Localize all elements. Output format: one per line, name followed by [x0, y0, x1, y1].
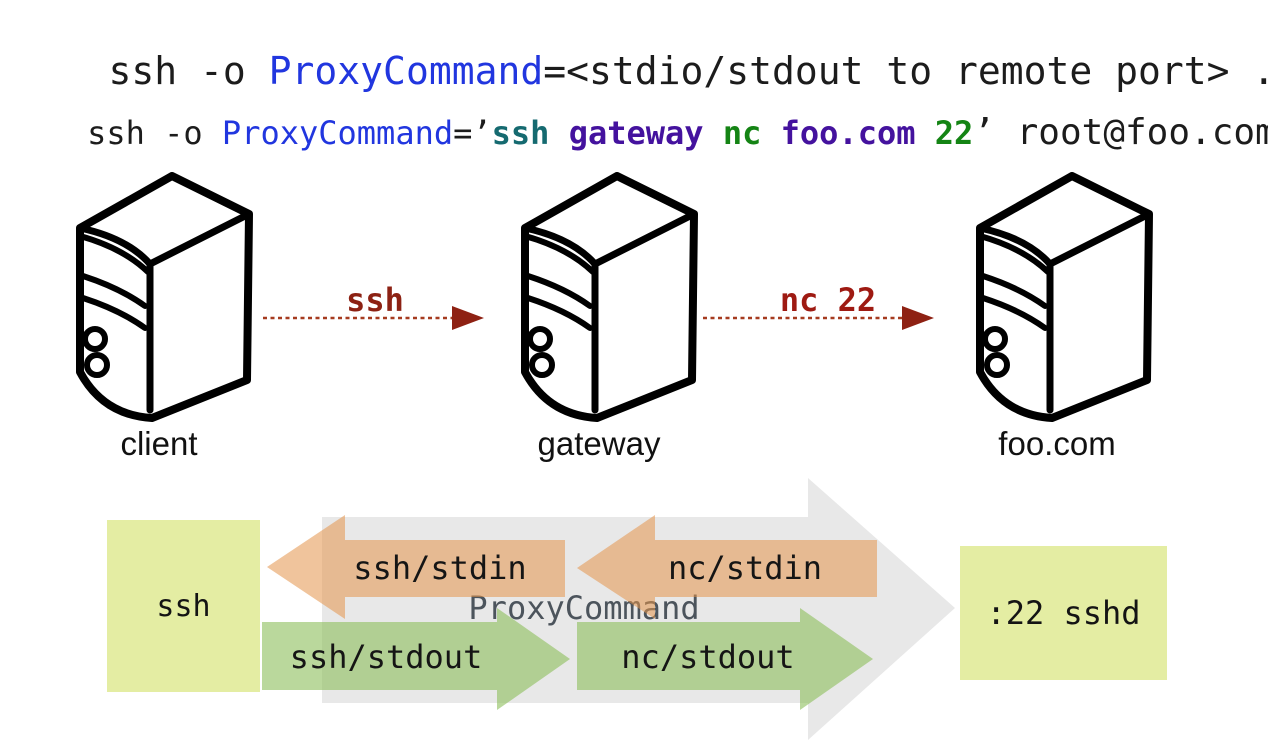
nc-stdin-arrow: [577, 515, 877, 619]
client-label: client: [120, 425, 198, 462]
title-proxycommand-keyword: ProxyCommand: [268, 49, 544, 93]
nc-arrowhead-icon: [902, 306, 934, 330]
ssh-stdout-label: ssh/stdout: [289, 638, 483, 676]
nc-stdout-label: nc/stdout: [621, 638, 795, 676]
ssh-connection-label: ssh: [346, 281, 404, 319]
title-prefix: ssh -o: [108, 49, 269, 93]
nc-connection-label: nc 22: [779, 281, 877, 319]
sshd-process-label: :22 sshd: [986, 594, 1141, 632]
title-command-line: ssh -o ProxyCommand=<stdio/stdout to rem…: [17, 2, 1268, 140]
cmd-proxycommand-keyword: ProxyCommand: [221, 114, 454, 152]
example-command-line: ssh -o ProxyCommand=’ssh gateway nc foo.…: [10, 70, 1268, 196]
ssh-arrowhead-icon: [452, 306, 484, 330]
cmd-port: 22: [934, 114, 974, 152]
gateway-label: gateway: [537, 425, 661, 462]
ssh-stdin-arrow: [267, 515, 565, 619]
cmd-ssh: ssh: [491, 114, 569, 152]
title-suffix: =<stdio/stdout to remote port> ...: [543, 49, 1268, 93]
cmd-prefix: ssh -o: [87, 114, 222, 152]
cmd-host: foo.com: [780, 114, 935, 152]
ssh-process-box: ssh: [107, 520, 260, 692]
cmd-equals-quote: =’: [453, 114, 492, 152]
cmd-nc: nc: [722, 114, 781, 152]
cmd-gateway: gateway: [568, 114, 723, 152]
nc-stdin-label: nc/stdin: [667, 549, 823, 587]
foo-label: foo.com: [998, 425, 1116, 462]
ssh-process-label: ssh: [156, 588, 211, 624]
ssh-stdin-label: ssh/stdin: [353, 549, 527, 587]
cmd-tail: ’ root@foo.com: [973, 112, 1268, 153]
nc-stdout-arrow: [577, 608, 873, 710]
ssh-stdout-arrow: [262, 608, 570, 710]
sshd-process-box: :22 sshd: [960, 546, 1167, 680]
